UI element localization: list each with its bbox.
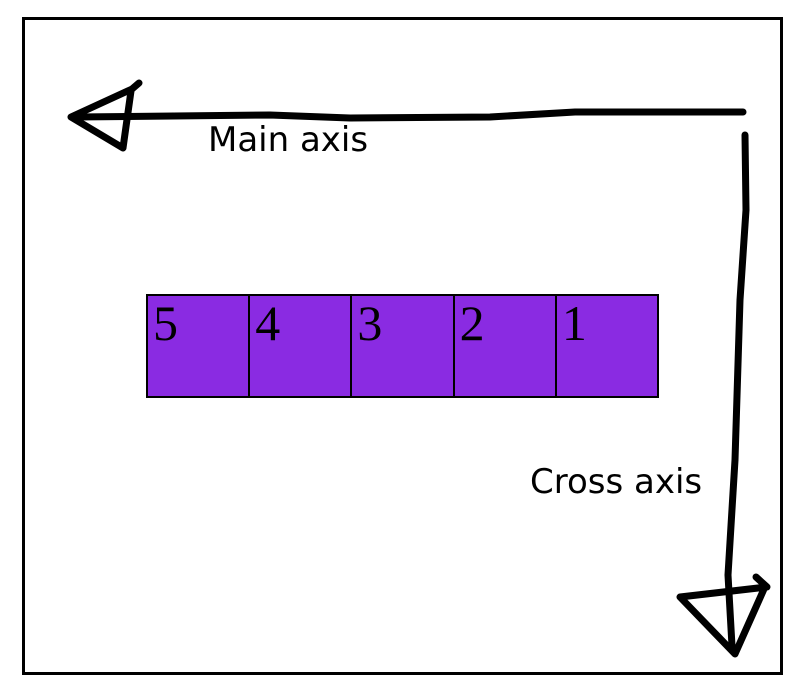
flex-item-2: 2 — [452, 296, 555, 396]
flex-container: 5 4 3 2 1 — [146, 294, 659, 398]
flex-item-3: 3 — [350, 296, 453, 396]
diagram-frame — [22, 17, 783, 675]
main-axis-label: Main axis — [208, 120, 369, 160]
flex-item-1: 1 — [554, 296, 658, 396]
flex-item-4: 4 — [248, 296, 351, 396]
flex-item-5: 5 — [148, 296, 249, 396]
cross-axis-label: Cross axis — [530, 462, 703, 502]
